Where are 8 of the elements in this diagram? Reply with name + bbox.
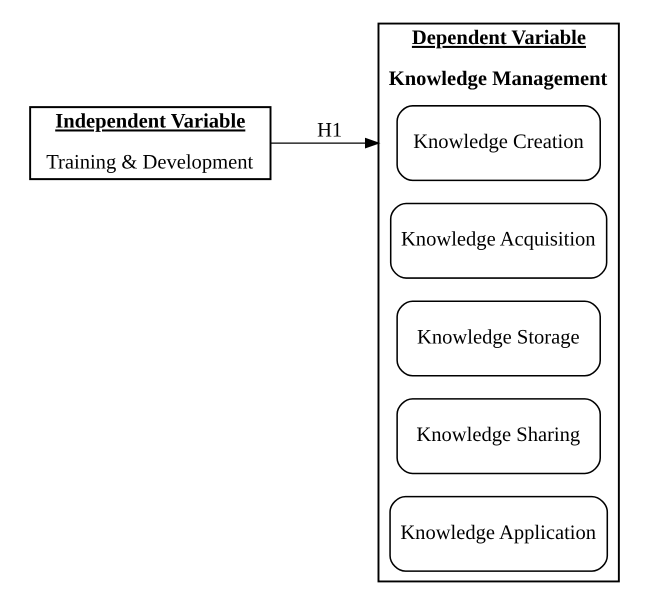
node-box: Knowledge Storage	[396, 300, 601, 377]
node-box: Independent Variable Training & Development	[29, 106, 272, 180]
node-box: Knowledge Creation	[396, 105, 601, 182]
edge-label: H1	[317, 119, 342, 142]
node-box: Knowledge Sharing	[396, 398, 601, 474]
node-box: Knowledge Acquisition	[390, 202, 608, 279]
arrow	[270, 138, 380, 149]
node-box: Knowledge Application	[389, 496, 608, 572]
